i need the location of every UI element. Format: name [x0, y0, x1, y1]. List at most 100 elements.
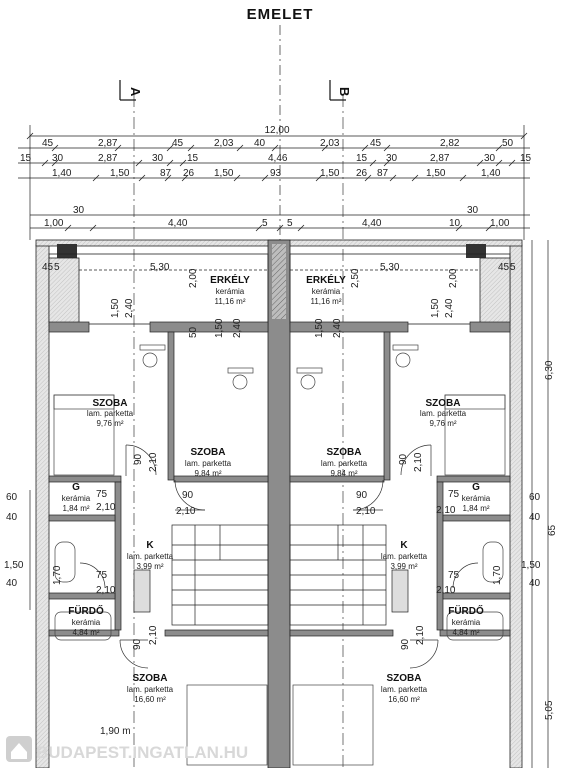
svg-text:15: 15 [520, 153, 532, 164]
svg-text:1,50: 1,50 [214, 168, 234, 179]
svg-text:kerámia: kerámia [216, 287, 245, 296]
svg-text:2,40: 2,40 [232, 318, 243, 338]
svg-text:lam. parketta: lam. parketta [127, 552, 174, 561]
svg-text:2,40: 2,40 [332, 318, 343, 338]
svg-text:5: 5 [54, 262, 60, 273]
svg-text:2,00: 2,00 [188, 268, 199, 288]
svg-text:90: 90 [182, 490, 194, 501]
svg-text:lam. parketta: lam. parketta [321, 459, 368, 468]
svg-text:1,50: 1,50 [4, 560, 24, 571]
svg-text:5,05: 5,05 [544, 700, 555, 720]
svg-text:9,76 m²: 9,76 m² [429, 419, 456, 428]
svg-text:15: 15 [187, 153, 199, 164]
svg-text:2,10: 2,10 [96, 585, 116, 596]
svg-text:60: 60 [6, 492, 18, 503]
svg-text:1,50: 1,50 [426, 168, 446, 179]
svg-text:4,40: 4,40 [362, 218, 382, 229]
svg-text:5,30: 5,30 [150, 262, 170, 273]
svg-text:ERKÉLY: ERKÉLY [210, 273, 250, 286]
svg-text:2,03: 2,03 [320, 138, 340, 149]
plan-title: EMELET [247, 6, 314, 23]
svg-text:2,40: 2,40 [124, 298, 135, 318]
room-szoba-1: SZOBA lam. parketta 9,76 m² [87, 398, 134, 428]
left-dimensions: 60 40 1,50 40 [4, 490, 31, 610]
dim-row-3: 1,40 1,50 87 26 1,50 93 1,50 26 87 1,50 … [52, 168, 501, 179]
room-g-left: G kerámia 1,84 m² [62, 482, 91, 513]
dim-row-1: 45 2,87 45 2,03 40 2,03 45 2,82 50 [42, 138, 514, 149]
svg-text:75: 75 [448, 489, 460, 500]
svg-text:90: 90 [132, 638, 143, 650]
svg-text:BUDAPEST.INGATLAN.HU: BUDAPEST.INGATLAN.HU [36, 743, 248, 762]
room-furdo-right: FÜRDŐ kerámia 4,84 m² [448, 604, 484, 637]
svg-text:G: G [472, 482, 480, 493]
svg-text:3,99 m²: 3,99 m² [136, 562, 163, 571]
svg-text:40: 40 [254, 138, 266, 149]
svg-text:2,10: 2,10 [413, 452, 424, 472]
svg-text:4,46: 4,46 [268, 153, 288, 164]
svg-text:9,84 m²: 9,84 m² [330, 469, 357, 478]
dimension-ticks [26, 132, 528, 232]
dim-total: 12,00 [264, 125, 289, 136]
svg-text:1,50: 1,50 [110, 298, 121, 318]
dim-row-2: 15 30 2,87 30 15 4,46 15 30 2,87 30 15 [20, 153, 532, 164]
svg-text:40: 40 [529, 512, 541, 523]
room-furdo-left: FÜRDŐ kerámia 4,84 m² [68, 604, 104, 637]
svg-text:50: 50 [502, 138, 514, 149]
svg-text:30: 30 [484, 153, 496, 164]
svg-text:lam. parketta: lam. parketta [87, 409, 134, 418]
svg-text:15: 15 [356, 153, 368, 164]
svg-text:1,84 m²: 1,84 m² [62, 504, 89, 513]
svg-text:75: 75 [96, 489, 108, 500]
svg-text:1,50: 1,50 [521, 560, 541, 571]
interior-walls [48, 321, 511, 637]
room-szoba-5: SZOBA lam. parketta 16,60 m² [127, 673, 174, 704]
svg-text:26: 26 [356, 168, 368, 179]
svg-text:87: 87 [377, 168, 389, 179]
svg-text:2,10: 2,10 [436, 585, 456, 596]
svg-text:30: 30 [386, 153, 398, 164]
svg-text:90: 90 [133, 453, 144, 465]
svg-text:9,76 m²: 9,76 m² [96, 419, 123, 428]
svg-text:kerámia: kerámia [62, 494, 91, 503]
svg-text:45: 45 [370, 138, 382, 149]
svg-text:5: 5 [287, 218, 293, 229]
svg-text:1,90 m: 1,90 m [100, 726, 131, 737]
svg-text:1,40: 1,40 [481, 168, 501, 179]
svg-text:2,10: 2,10 [96, 502, 116, 513]
room-szoba-6: SZOBA lam. parketta 16,60 m² [381, 673, 428, 704]
svg-text:kerámia: kerámia [72, 618, 101, 627]
svg-text:2,10: 2,10 [356, 506, 376, 517]
svg-text:75: 75 [96, 570, 108, 581]
svg-text:90: 90 [400, 638, 411, 650]
svg-text:90: 90 [356, 490, 368, 501]
svg-text:45: 45 [498, 262, 510, 273]
svg-text:2,10: 2,10 [148, 452, 159, 472]
svg-text:30: 30 [52, 153, 64, 164]
staircase [133, 524, 409, 626]
svg-text:40: 40 [6, 512, 18, 523]
svg-text:60: 60 [529, 492, 541, 503]
svg-text:lam. parketta: lam. parketta [381, 552, 428, 561]
svg-text:9,84 m²: 9,84 m² [194, 469, 221, 478]
svg-text:1,50: 1,50 [110, 168, 130, 179]
svg-text:45: 45 [42, 138, 54, 149]
svg-text:lam. parketta: lam. parketta [420, 409, 467, 418]
svg-text:16,60 m²: 16,60 m² [134, 695, 166, 704]
svg-text:G: G [72, 482, 80, 493]
svg-text:SZOBA: SZOBA [327, 447, 362, 458]
svg-text:26: 26 [183, 168, 195, 179]
right-dimensions: 60 40 65 1,50 40 6,30 5,05 [521, 240, 558, 768]
svg-text:30: 30 [73, 205, 85, 216]
svg-text:1,70: 1,70 [492, 565, 503, 585]
room-erkely-left: ERKÉLY kerámia 11,16 m² [210, 273, 250, 306]
svg-text:2,82: 2,82 [440, 138, 460, 149]
svg-text:1,00: 1,00 [44, 218, 64, 229]
outer-walls [35, 239, 523, 768]
svg-text:1,00: 1,00 [490, 218, 510, 229]
svg-text:lam. parketta: lam. parketta [127, 685, 174, 694]
svg-text:2,40: 2,40 [444, 298, 455, 318]
svg-text:4,40: 4,40 [168, 218, 188, 229]
room-szoba-3: SZOBA lam. parketta 9,84 m² [321, 447, 368, 478]
svg-text:ERKÉLY: ERKÉLY [306, 273, 346, 286]
svg-text:2,03: 2,03 [214, 138, 234, 149]
